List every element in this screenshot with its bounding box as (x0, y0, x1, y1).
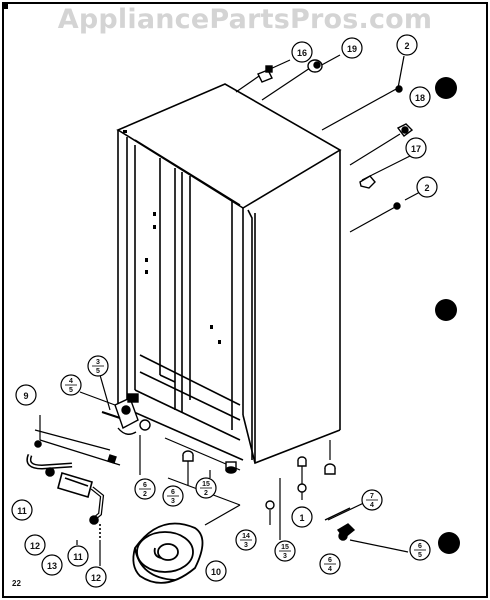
callout-label: 10 (211, 567, 221, 577)
callout-19 (341, 37, 363, 59)
callout-1 (291, 506, 313, 528)
corner-mark (3, 3, 8, 9)
callout-label: 1 (299, 513, 304, 523)
callout-labels: 16 19 2 18 17 2 9 11 12 13 11 12 10 1 3 … (17, 41, 429, 583)
binder-hole-bottom (438, 532, 460, 554)
callout-10 (205, 560, 227, 582)
callout-den: 3 (171, 498, 175, 505)
callout-label: 17 (411, 144, 421, 154)
callout-2-top (396, 34, 418, 56)
callout-num: 15 (281, 544, 289, 551)
callout-label: 19 (347, 44, 357, 54)
callout-den: 3 (244, 542, 248, 549)
callout-den: 3 (283, 553, 287, 560)
callout-12-right (85, 566, 107, 588)
callout-12-left (24, 534, 46, 556)
callout-label: 9 (23, 391, 28, 401)
top-parts (257, 59, 414, 210)
callout-den: 5 (418, 552, 422, 559)
callout-11-left (11, 499, 33, 521)
valve-assembly (101, 393, 151, 464)
watermark: AppliancePartsPros.com (57, 4, 433, 35)
callout-17 (405, 137, 427, 159)
callout-11-right (67, 545, 89, 567)
binder-hole-middle (435, 299, 457, 321)
callout-label: 11 (17, 506, 27, 516)
callout-num: 14 (242, 533, 250, 540)
refrigerator-cabinet (116, 83, 342, 465)
feet (182, 450, 356, 541)
callout-den: 4 (370, 502, 374, 509)
cabinet-holes (123, 130, 221, 344)
callout-2-mid (416, 176, 438, 198)
binder-hole-top (435, 77, 457, 99)
callout-den: 5 (96, 368, 100, 375)
callout-den: 2 (204, 490, 208, 497)
callout-label: 12 (91, 573, 101, 583)
callout-num: 6 (418, 543, 422, 550)
page-number: 22 (12, 579, 21, 588)
callout-num: 6 (143, 482, 147, 489)
callout-num: 6 (328, 557, 332, 564)
callout-label: 18 (415, 93, 425, 103)
callout-den: 5 (69, 387, 73, 394)
callout-16 (291, 41, 313, 63)
callout-label: 13 (47, 561, 57, 571)
callout-9 (15, 384, 37, 406)
callout-num: 6 (171, 489, 175, 496)
callout-label: 12 (30, 541, 40, 551)
callout-num: 3 (96, 359, 100, 366)
callouts (11, 34, 438, 588)
callout-num: 4 (69, 378, 73, 385)
drain-pan (132, 522, 204, 584)
callout-label: 16 (297, 48, 307, 58)
callout-num: 15 (202, 481, 210, 488)
callout-label: 2 (424, 183, 429, 193)
callout-13 (41, 554, 63, 576)
drain-assembly (26, 440, 105, 540)
callout-label: 2 (404, 41, 409, 51)
callout-18 (409, 86, 431, 108)
callout-den: 2 (143, 491, 147, 498)
callout-label: 11 (73, 552, 83, 562)
callout-den: 4 (328, 566, 332, 573)
callout-num: 7 (370, 493, 374, 500)
